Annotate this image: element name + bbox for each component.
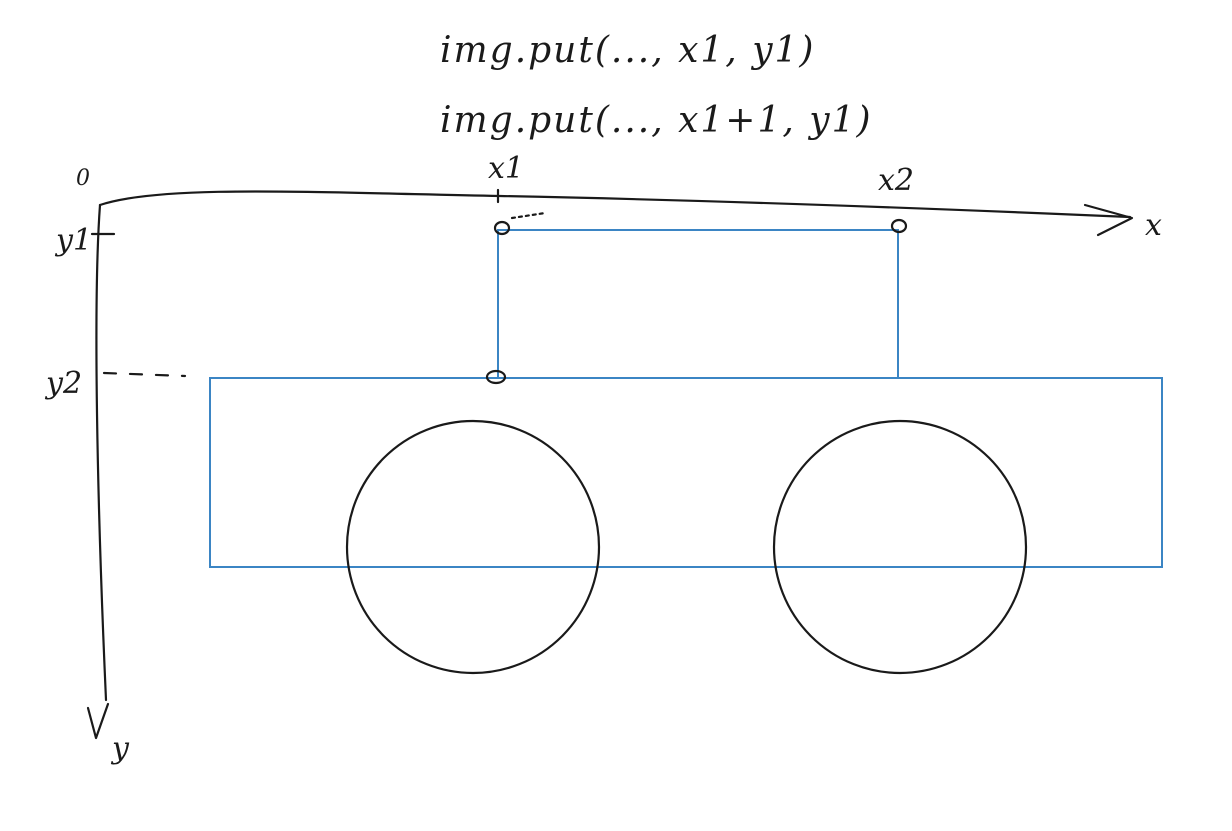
x-axis-label: x xyxy=(1145,208,1162,243)
upper-rectangle xyxy=(497,229,899,379)
annotation-line-1: img.put(..., x1, y1) xyxy=(440,30,815,71)
y2-label: y2 xyxy=(44,366,82,401)
x-axis-line xyxy=(98,190,1132,219)
lower-rectangle xyxy=(209,377,1163,568)
point-x1-y1 xyxy=(493,220,511,236)
left-wheel-circle xyxy=(345,419,601,675)
x1-label: x1 xyxy=(488,151,524,186)
y1-label: y1 xyxy=(54,223,92,258)
right-wheel-circle xyxy=(772,419,1028,675)
y2-dashed-guide xyxy=(102,371,187,378)
origin-label: 0 xyxy=(76,166,90,191)
y-axis-arrowhead xyxy=(86,702,110,740)
x-axis-arrowhead xyxy=(1083,203,1134,237)
y-axis-line xyxy=(95,203,108,702)
annotation-line-2: img.put(..., x1+1, y1) xyxy=(440,100,873,141)
x2-label: x2 xyxy=(878,163,914,198)
x1-dotted-guide xyxy=(510,211,547,220)
y-axis-label: y xyxy=(110,731,130,766)
point-x1-y2 xyxy=(485,369,507,385)
point-x2-y1 xyxy=(890,218,908,234)
